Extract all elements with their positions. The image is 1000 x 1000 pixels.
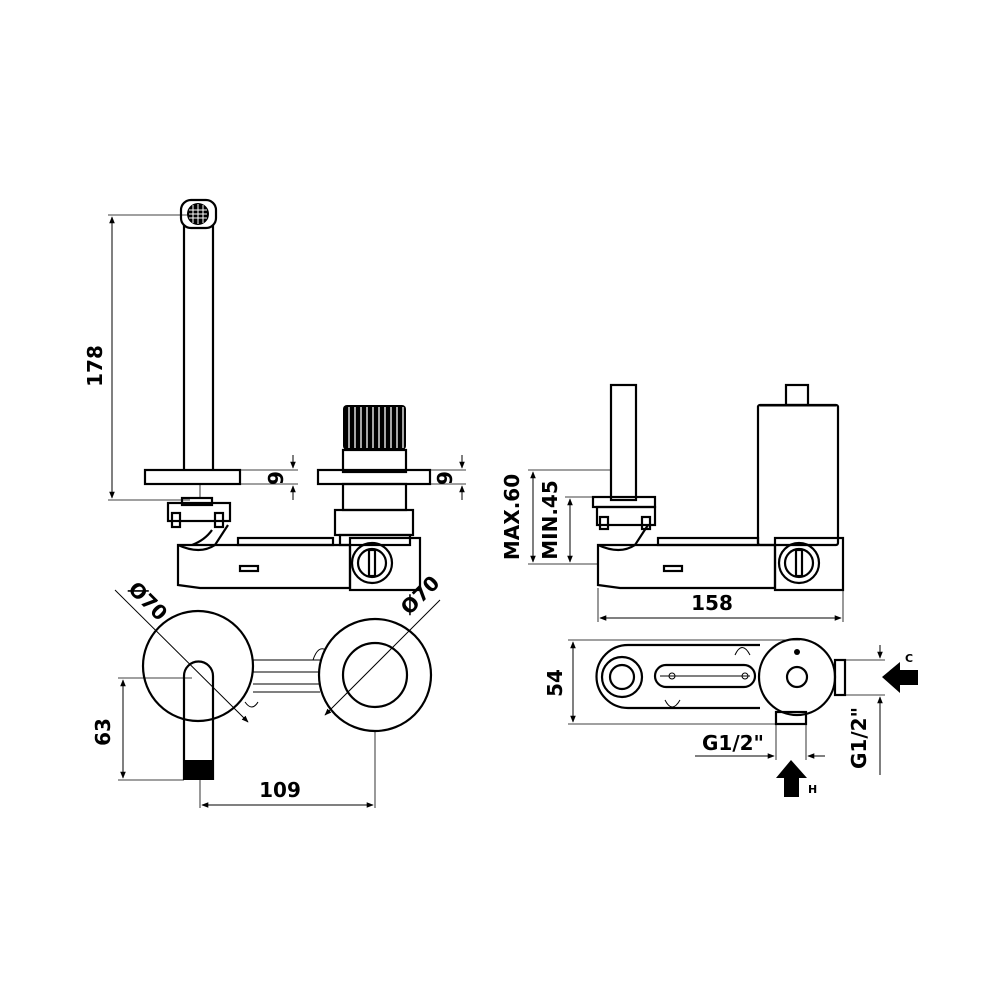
aerator-icon (187, 203, 209, 225)
dim-thread-bottom: G1/2" (695, 724, 825, 760)
left-side-view: 178 9 9 (83, 198, 466, 592)
flange-thickness-handle-label: 9 (433, 471, 457, 485)
dim-min-depth: MIN.45 (538, 480, 595, 563)
hot-inlet-arrow-icon: H (776, 760, 817, 797)
thread-side-label: G1/2" (847, 707, 871, 769)
min-depth-label: MIN.45 (538, 480, 562, 560)
spout-pipe (179, 198, 218, 470)
mixing-body-top (595, 637, 847, 726)
left-front-view: Ø70 Ø70 63 109 (91, 571, 444, 808)
dim-thread-side: G1/2" (845, 645, 885, 775)
dim-handle-flange: 9 (430, 455, 466, 500)
spout-flange (143, 468, 242, 486)
center-distance-label: 109 (259, 778, 301, 802)
diameter-spout-label: Ø70 (124, 577, 173, 626)
handle-knurled-icon (343, 405, 406, 450)
body-length-label: 158 (691, 591, 733, 615)
flange-thickness-spout-label: 9 (264, 471, 288, 485)
spout-connector (166, 496, 232, 529)
dim-spout-flange: 9 (240, 455, 298, 500)
spout-front (182, 660, 215, 780)
dim-body-depth: 54 (543, 639, 800, 725)
spout-rose (141, 609, 255, 723)
spout-height-label: 178 (83, 345, 107, 387)
spout-projection-label: 63 (91, 718, 115, 746)
dim-diameter-handle: Ø70 (324, 571, 445, 716)
dim-diameter-spout: Ø70 (114, 577, 249, 723)
mixing-body-side-right (596, 524, 845, 592)
right-side-view: MAX.60 MIN.45 158 (500, 383, 845, 622)
dim-spout-projection: 63 (91, 677, 192, 781)
dim-center-distance: 109 (199, 730, 376, 808)
thread-bottom-label: G1/2" (702, 731, 764, 755)
body-depth-label: 54 (543, 669, 567, 697)
dim-body-length: 158 (597, 588, 844, 622)
cold-marker: C (905, 652, 913, 665)
mixing-body-side (176, 524, 422, 592)
hot-marker: H (808, 783, 817, 796)
diameter-handle-label: Ø70 (396, 571, 445, 620)
dim-spout-height: 178 (83, 214, 190, 501)
max-depth-label: MAX.60 (500, 474, 524, 560)
right-top-view: 54 G1/2" G1/2" C H (543, 637, 918, 797)
cold-inlet-arrow-icon: C (882, 652, 918, 693)
handle-rose (317, 617, 433, 733)
dim-max-depth: MAX.60 (500, 469, 612, 565)
